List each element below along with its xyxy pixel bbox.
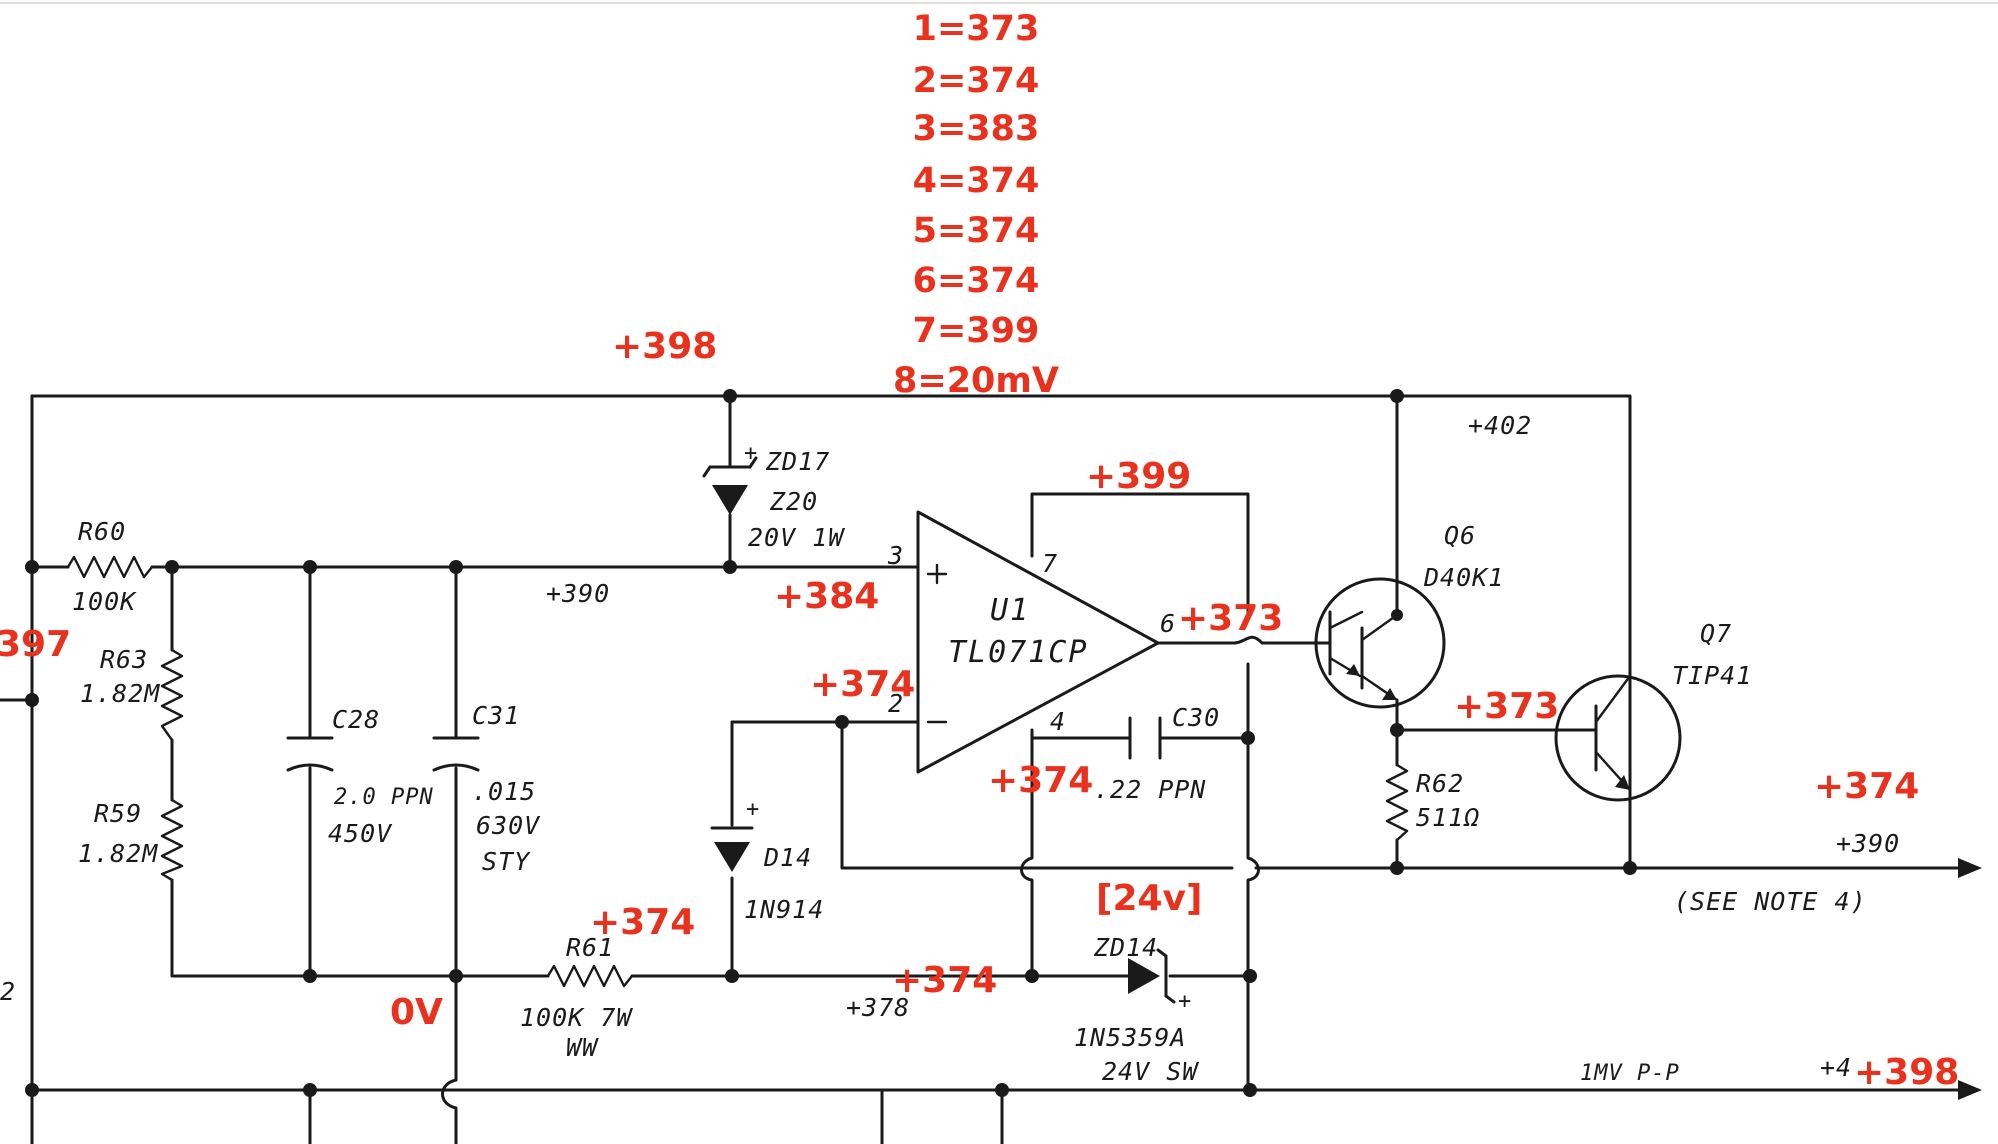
out-390-label: +390 — [1836, 829, 1900, 858]
c31-type: STY — [482, 847, 531, 876]
r63-label: R63 — [100, 645, 148, 674]
bottom-right-voltage: +398 — [1854, 1052, 1959, 1093]
d14-diode — [710, 826, 754, 872]
r63-resistor — [160, 648, 184, 742]
pin-voltage-6: 6=374 — [913, 261, 1040, 301]
pin-voltage-7: 7=399 — [913, 311, 1040, 351]
c31-capacitor — [432, 736, 480, 772]
zd14-label: ZD14 — [1093, 933, 1158, 962]
pin4-label: 4 — [1050, 707, 1066, 736]
r63-value: 1.82M — [80, 679, 160, 708]
u1-label: U1 — [990, 593, 1030, 628]
zd14-note: [24v] — [1096, 878, 1202, 919]
top-rail-voltage: +398 — [612, 326, 717, 367]
c28-value: 2.0 PPN — [334, 785, 434, 810]
r62-value: 511Ω — [1416, 803, 1480, 832]
q7-base-voltage: +373 — [1454, 686, 1559, 727]
pin3-label: 3 — [887, 541, 904, 570]
c31-voltage: 630V — [476, 811, 541, 840]
zd14-rating: 24V SW — [1102, 1057, 1199, 1086]
pin-voltage-3: 3=383 — [913, 109, 1040, 149]
r59-value: 1.82M — [78, 839, 158, 868]
r61-resistor — [546, 964, 634, 988]
ground-voltage: 0V — [390, 992, 443, 1033]
zd14-part: 1N5359A — [1074, 1023, 1186, 1052]
output-arrow-bottom — [1958, 1080, 1982, 1100]
r60-label: R60 — [78, 517, 126, 546]
pin-voltage-4: 4=374 — [913, 161, 1040, 201]
c30-label: C30 — [1172, 703, 1220, 732]
r62-resistor — [1385, 763, 1409, 842]
opamp-supply-voltage: +399 — [1086, 456, 1191, 497]
r60-resistor — [66, 555, 154, 579]
r60-value: 100K — [72, 587, 137, 616]
zd17-rating: 20V 1W — [748, 523, 845, 552]
pin-voltage-1: 1=373 — [913, 9, 1040, 49]
pin7-label: 7 — [1042, 549, 1058, 578]
junction-dots — [25, 389, 1637, 1097]
opamp-pin4-voltage: +374 — [988, 760, 1093, 801]
r62-label: R62 — [1416, 769, 1464, 798]
zd14-zener — [1128, 948, 1176, 1004]
r59-label: R59 — [94, 799, 142, 828]
node-378-label: +378 — [846, 993, 910, 1022]
c28-label: C28 — [332, 705, 380, 734]
right-edge-label: +4 — [1820, 1053, 1852, 1082]
q7-part: TIP41 — [1672, 661, 1752, 690]
zd17-value: Z20 — [769, 487, 818, 516]
output-arrow-top — [1958, 858, 1982, 878]
r61-label: R61 — [566, 933, 614, 962]
zd17-plus-mark: + — [744, 441, 758, 466]
left-node-voltage: 397 — [0, 624, 71, 665]
q7-transistor — [1554, 674, 1682, 802]
q6-transistor — [1308, 577, 1446, 709]
pin-voltage-8: 8=20mV — [893, 361, 1059, 401]
note-label: (SEE NOTE 4) — [1674, 887, 1867, 916]
r61-type: WW — [566, 1033, 599, 1062]
r59-resistor — [160, 798, 184, 882]
q6-part: D40K1 — [1423, 563, 1504, 592]
node-402-label: +402 — [1468, 411, 1532, 440]
r61-node-voltage: +374 — [590, 902, 695, 943]
wires — [0, 394, 1962, 1144]
c30-value: .22 PPN — [1094, 775, 1206, 804]
left-edge-label: 2 — [0, 977, 16, 1006]
u1-part: TL071CP — [948, 635, 1088, 670]
pin2-label: 2 — [888, 689, 904, 718]
d14-part: 1N914 — [744, 895, 824, 924]
q7-label: Q7 — [1700, 619, 1732, 648]
zd14-plus-mark: + — [1178, 989, 1192, 1014]
c31-value: .015 — [472, 777, 536, 806]
pin-voltage-list: 1=373 2=374 3=383 4=374 5=374 6=374 7=39… — [893, 9, 1059, 401]
d14-plus-mark: + — [746, 797, 760, 822]
node-390-label: +390 — [546, 579, 610, 608]
c28-capacitor — [286, 736, 334, 772]
c30-capacitor — [1128, 716, 1162, 760]
pin6-label: 6 — [1160, 609, 1176, 638]
zd17-label: ZD17 — [765, 447, 830, 476]
d14-label: D14 — [763, 843, 812, 872]
ripple-label: 1MV P-P — [1580, 1061, 1680, 1086]
c28-voltage: 450V — [328, 819, 393, 848]
opamp-output-voltage: +373 — [1178, 598, 1283, 639]
opamp-neg-input-voltage: +374 — [810, 664, 915, 705]
r61-value: 100K 7W — [520, 1003, 633, 1032]
pin-voltage-5: 5=374 — [913, 211, 1040, 251]
u1-opamp — [916, 510, 1160, 774]
pin-voltage-2: 2=374 — [913, 61, 1040, 101]
opamp-pos-input-voltage: +384 — [774, 576, 879, 617]
output-rail-voltage: +374 — [1814, 766, 1919, 807]
q6-label: Q6 — [1444, 521, 1476, 550]
mid-bus-voltage: +374 — [892, 960, 997, 1001]
zd17-zener — [702, 456, 758, 515]
c31-label: C31 — [472, 701, 520, 730]
